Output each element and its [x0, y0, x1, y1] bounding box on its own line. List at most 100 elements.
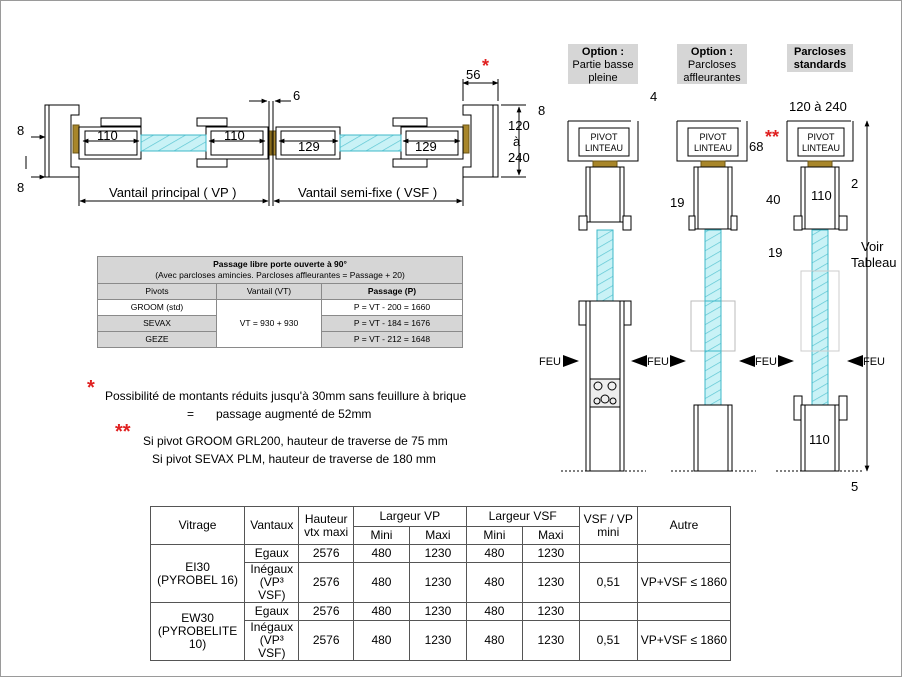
sec-dim-2: 2	[851, 176, 858, 191]
cell-ratio	[578, 602, 638, 621]
note-line-3: Si pivot GROOM GRL200, hauteur de traver…	[143, 434, 448, 448]
header-1-line3: pleine	[588, 72, 617, 84]
col-ratio-line1: VSF / VP	[583, 511, 633, 526]
plan-dimension-labels: 8 8 110 110 6 129 129 56 * 120 à 240 Van…	[17, 56, 530, 200]
sec-dim-19-b: 19	[768, 245, 782, 260]
passage-row-pivot: SEVAX	[97, 315, 217, 332]
cell-vp-maxi: 1230	[409, 620, 467, 661]
sec-dim-19-a: 19	[670, 195, 684, 210]
header-3-line2: standards	[794, 59, 847, 71]
col-vantaux: Vantaux	[244, 506, 300, 545]
passage-row-value: P = VT - 184 = 1676	[321, 315, 463, 332]
passage-vt-value: VT = 930 + 930	[216, 299, 322, 348]
linteau-label-2: LINTEAU	[694, 143, 732, 153]
linteau-label-3: LINTEAU	[802, 143, 840, 153]
header-2-title: Option :	[691, 46, 733, 58]
cell-vsf-maxi: 1230	[522, 620, 580, 661]
dim-110-right: 110	[224, 128, 245, 143]
sec-dim-110-bottom: 110	[809, 432, 830, 447]
cell-vantaux: Egaux	[244, 544, 300, 563]
sec-dim-4: 4	[650, 89, 657, 104]
glazing-table: Vitrage Vantaux Hauteur vtx maxi Largeur…	[149, 506, 732, 661]
passage-header-vantail: Vantail (VT)	[216, 283, 322, 300]
col-hauteur-line1: Hauteur	[304, 511, 348, 526]
col-hauteur-line2: vtx maxi	[304, 524, 349, 539]
passage-table: Passage libre porte ouverte à 90° (Avec …	[97, 256, 463, 348]
cell-hauteur: 2576	[298, 562, 354, 603]
cell-vsf-mini: 480	[465, 602, 524, 621]
passage-row-pivot: GEZE	[97, 331, 217, 348]
group-name-sub: (PYROBELITE 10)	[157, 624, 238, 651]
cell-vsf-mini: 480	[465, 620, 524, 661]
cell-vp-maxi: 1230	[409, 562, 467, 603]
header-2-line3: affleurantes	[683, 72, 741, 84]
header-1-title: Option :	[582, 46, 624, 58]
cell-vantaux: Egaux	[244, 602, 300, 621]
note-line-2: passage augmenté de 52mm	[216, 407, 372, 421]
section-headers: Option : Partie basse pleine Option : Pa…	[568, 44, 853, 84]
col-vp-maxi: Maxi	[409, 526, 467, 545]
cell-vantaux: Inégaux (VP³ VSF)	[244, 620, 300, 661]
cell-autre: VP+VSF ≤ 1860	[636, 562, 732, 603]
pivot-label-1: PIVOT	[590, 132, 618, 142]
note-asterisk-2: **	[115, 421, 131, 443]
technical-drawing: 8 8 110 110 6 129 129 56 * 120 à 240 Van…	[17, 44, 897, 494]
header-box-3	[787, 44, 853, 72]
section-partie-basse-pleine	[561, 120, 646, 472]
col-ratio-line2: mini	[597, 524, 620, 539]
cell-vsf-maxi: 1230	[522, 602, 580, 621]
cell-vsf-maxi: 1230	[522, 562, 580, 603]
dim-a: à	[513, 134, 521, 149]
header-3-title: Parcloses	[794, 46, 846, 58]
col-vitrage: Vitrage	[149, 506, 246, 545]
cell-hauteur: 2576	[298, 602, 354, 621]
col-largeur-vp: Largeur VP	[352, 506, 467, 527]
header-2-line2: Parcloses	[688, 59, 737, 71]
passage-subtitle: (Avec parcloses amincies. Parcloses affl…	[155, 270, 405, 280]
passage-title-cell: Passage libre porte ouverte à 90° (Avec …	[97, 256, 463, 284]
section-parcloses-affleurantes	[671, 120, 756, 472]
passage-row-value: P = VT - 212 = 1648	[321, 331, 463, 348]
cell-autre	[636, 544, 732, 563]
col-vsf-mini: Mini	[465, 526, 524, 545]
section-labels: PIVOT LINTEAU PIVOT LINTEAU PIVOT LINTEA…	[538, 89, 897, 494]
sec-dim-8: 8	[538, 103, 545, 118]
sec-dim-40: 40	[766, 192, 780, 207]
cell-vp-maxi: 1230	[409, 544, 467, 563]
sec-dim-68: 68	[749, 139, 763, 154]
dim-129-left: 129	[298, 139, 320, 154]
label-vantail-semi-fixe: Vantail semi-fixe ( VSF )	[298, 185, 437, 200]
cell-vp-mini: 480	[352, 562, 411, 603]
group-vitrage-cell: EW30 (PYROBELITE 10)	[149, 602, 246, 661]
header-box-2	[677, 44, 747, 84]
sec-dim-110-top: 110	[811, 188, 832, 203]
group-name-sub: (PYROBEL 16)	[157, 572, 238, 587]
note-equals: =	[187, 407, 195, 421]
group-vitrage-cell: EI30 (PYROBEL 16)	[149, 544, 246, 603]
cell-vantaux-line1: Inégaux	[250, 562, 294, 576]
cell-vsf-maxi: 1230	[522, 544, 580, 563]
col-largeur-vsf: Largeur VSF	[465, 506, 580, 527]
sec-dim-120-240: 120 à 240	[789, 99, 847, 114]
header-box-1	[568, 44, 638, 84]
note-line-4: Si pivot SEVAX PLM, hauteur de traverse …	[152, 452, 436, 466]
note-line-1: Possibilité de montants réduits jusqu'à …	[105, 389, 467, 403]
tableau-label: Tableau	[851, 255, 897, 270]
label-vantail-principal: Vantail principal ( VP )	[109, 185, 236, 200]
dim-120: 120	[508, 118, 530, 133]
group-name: EI30	[185, 559, 210, 574]
dim-8-bottom: 8	[17, 180, 24, 195]
red-asterisks-section: **	[765, 127, 779, 147]
cell-vsf-mini: 480	[465, 544, 524, 563]
dim-129-right: 129	[415, 139, 437, 154]
col-vp-mini: Mini	[352, 526, 411, 545]
passage-row-value: P = VT - 200 = 1660	[321, 299, 463, 316]
cell-hauteur: 2576	[298, 620, 354, 661]
dim-56: 56	[466, 67, 480, 82]
group-name: EW30	[181, 611, 214, 625]
cell-autre	[636, 602, 732, 621]
cell-vantaux: Inégaux (VP³ VSF)	[244, 562, 300, 603]
col-autre: Autre	[636, 506, 732, 545]
cell-vp-maxi: 1230	[409, 602, 467, 621]
